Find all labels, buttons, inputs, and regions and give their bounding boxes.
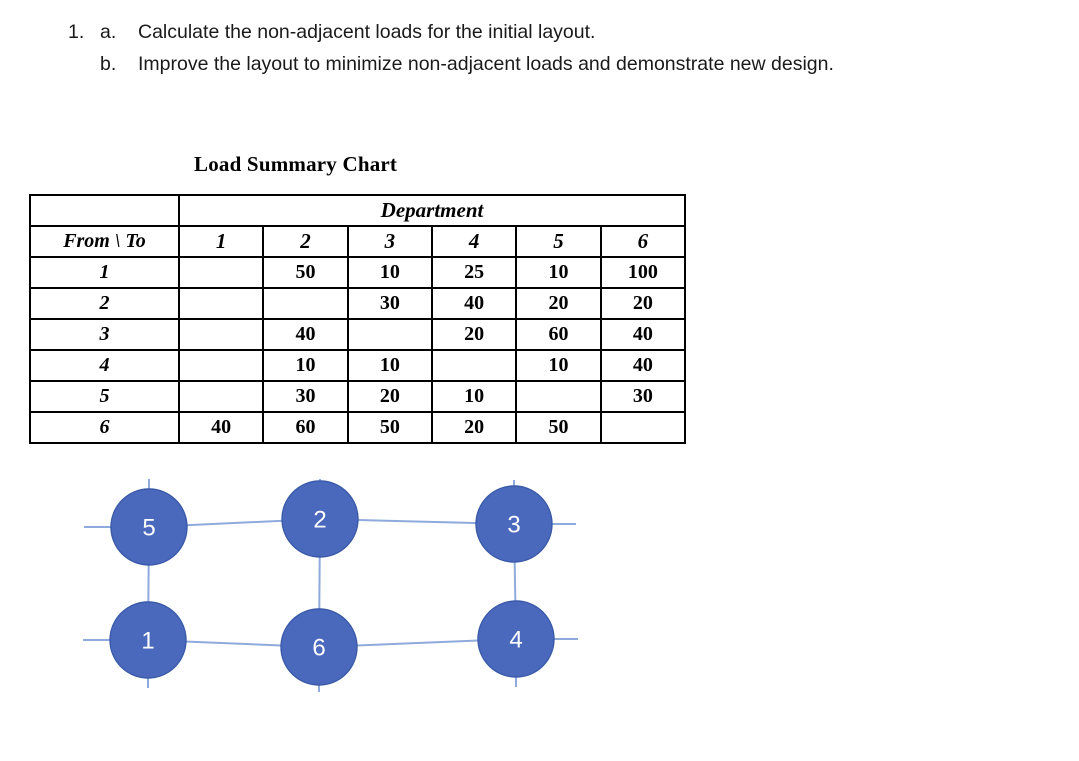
column-header-5: 5 — [515, 225, 602, 258]
cell-r4-c3: 10 — [346, 349, 433, 382]
cell-r4-c1 — [177, 349, 265, 382]
cell-r3-c2: 40 — [262, 318, 349, 351]
node-circle-2[interactable] — [281, 480, 359, 558]
node-label-3: 3 — [507, 512, 520, 539]
cell-r2-c2 — [262, 287, 349, 320]
question-block: 1. a. Calculate the non-adjacent loads f… — [68, 16, 1058, 80]
department-header: Department — [177, 194, 687, 227]
question-text-a: Calculate the non-adjacent loads for the… — [138, 21, 596, 43]
cell-r6-c3: 50 — [346, 411, 433, 444]
cell-r1-c2: 50 — [262, 256, 349, 289]
corner-blank-cell — [29, 194, 180, 227]
column-header-2: 2 — [262, 225, 349, 258]
node-4[interactable]: 4 — [477, 600, 555, 678]
nodes-group: 5 2 3 1 6 4 — [109, 480, 555, 686]
node-circle-3[interactable] — [475, 485, 553, 563]
node-label-5: 5 — [142, 515, 155, 542]
cell-r4-c2: 10 — [262, 349, 349, 382]
cell-r5-c2: 30 — [262, 380, 349, 413]
load-summary-chart-title: Load Summary Chart — [194, 152, 398, 176]
table-header-row-columns: From \ To 1 2 3 4 5 6 — [29, 225, 687, 258]
node-5[interactable]: 5 — [110, 488, 188, 566]
node-circle-6[interactable] — [280, 608, 358, 686]
node-label-6: 6 — [312, 635, 325, 662]
cell-r3-c3 — [346, 318, 433, 351]
cell-r2-c4: 40 — [430, 287, 518, 320]
cell-r4-c6: 40 — [599, 349, 687, 382]
cell-r5-c6: 30 — [599, 380, 687, 413]
cell-r5-c3: 20 — [346, 380, 433, 413]
node-label-4: 4 — [509, 627, 522, 654]
question-item-a: 1. a. Calculate the non-adjacent loads f… — [68, 16, 1058, 48]
node-circle-1[interactable] — [109, 601, 187, 679]
layout-diagram-svg: 5 2 3 1 6 4 — [83, 479, 578, 692]
node-circle-4[interactable] — [477, 600, 555, 678]
question-text-b: Improve the layout to minimize non-adjac… — [138, 53, 834, 75]
node-6[interactable]: 6 — [280, 608, 358, 686]
column-header-4: 4 — [430, 225, 518, 258]
cell-r2-c6: 20 — [599, 287, 687, 320]
question-number: 1. — [68, 21, 85, 43]
cell-r3-c6: 40 — [599, 318, 687, 351]
row-header-6: 6 — [29, 411, 180, 444]
cell-r3-c1 — [177, 318, 265, 351]
cell-r1-c4: 25 — [430, 256, 518, 289]
column-header-3: 3 — [346, 225, 433, 258]
cell-r2-c3: 30 — [346, 287, 433, 320]
cell-r6-c5: 50 — [515, 411, 602, 444]
cell-r1-c5: 10 — [515, 256, 602, 289]
row-header-5: 5 — [29, 380, 180, 413]
node-3[interactable]: 3 — [475, 485, 553, 563]
question-letter-a: a. — [100, 21, 117, 43]
cell-r1-c6: 100 — [599, 256, 687, 289]
question-item-b: b. Improve the layout to minimize non-ad… — [68, 48, 1058, 80]
cell-r5-c4: 10 — [430, 380, 518, 413]
cell-r1-c3: 10 — [346, 256, 433, 289]
column-header-6: 6 — [599, 225, 687, 258]
node-circle-5[interactable] — [110, 488, 188, 566]
row-header-1: 1 — [29, 256, 180, 289]
cell-r4-c5: 10 — [515, 349, 602, 382]
row-header-2: 2 — [29, 287, 180, 320]
node-1[interactable]: 1 — [109, 601, 187, 679]
node-label-2: 2 — [313, 507, 326, 534]
cell-r4-c4 — [430, 349, 518, 382]
facility-layout-diagram: 5 2 3 1 6 4 — [0, 440, 640, 750]
cell-r3-c5: 60 — [515, 318, 602, 351]
cell-r2-c5: 20 — [515, 287, 602, 320]
node-label-1: 1 — [141, 628, 154, 655]
column-header-1: 1 — [177, 225, 265, 258]
cell-r6-c2: 60 — [262, 411, 349, 444]
cell-r3-c4: 20 — [430, 318, 518, 351]
table-head: Department From \ To 1 2 3 4 5 6 — [29, 194, 687, 258]
table-header-row-department: Department — [29, 194, 687, 227]
cell-r1-c1 — [177, 256, 265, 289]
question-letter-b: b. — [100, 53, 117, 75]
stub-header: From \ To — [29, 225, 180, 258]
row-header-3: 3 — [29, 318, 180, 351]
cell-r5-c1 — [177, 380, 265, 413]
cell-r6-c6 — [599, 411, 687, 444]
cell-r6-c1: 40 — [177, 411, 265, 444]
cell-r5-c5 — [515, 380, 602, 413]
node-2[interactable]: 2 — [281, 480, 359, 558]
cell-r6-c4: 20 — [430, 411, 518, 444]
row-header-4: 4 — [29, 349, 180, 382]
cell-r2-c1 — [177, 287, 265, 320]
